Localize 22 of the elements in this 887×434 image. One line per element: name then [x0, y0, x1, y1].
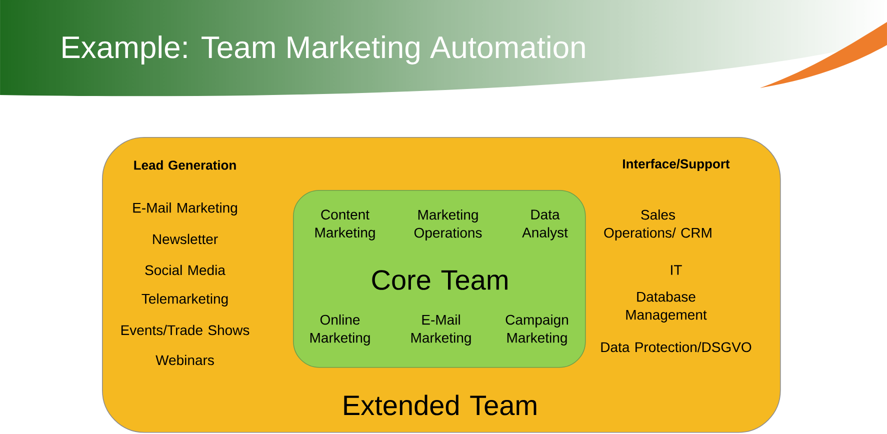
role-label: Campaign Marketing — [506, 314, 568, 346]
group-heading: Lead Generation — [134, 160, 236, 170]
role-label: Events/Trade Shows — [121, 324, 250, 336]
core-team-box — [293, 190, 586, 368]
role-label: Content Marketing — [315, 210, 375, 240]
role-label: Data Analyst — [522, 210, 568, 240]
role-label: Data Protection/DSGVO — [601, 342, 752, 352]
team-label: Core Team — [372, 270, 508, 290]
role-label: Marketing Operations — [414, 209, 482, 241]
role-label: Online Marketing — [310, 314, 370, 346]
slide-title: Example: Team Marketing Automation — [62, 36, 585, 64]
role-label: IT — [671, 265, 682, 275]
team-label: Extended Team — [344, 394, 536, 416]
role-label: Sales Operations/ CRM — [604, 209, 712, 241]
role-label: Newsletter — [153, 234, 218, 244]
group-heading: Interface/Support — [623, 158, 730, 172]
role-label: Telemarketing — [142, 293, 228, 307]
role-label: Social Media — [145, 264, 226, 276]
role-label: E-Mail Marketing — [411, 314, 471, 346]
role-label: Database Management — [626, 291, 707, 323]
role-label: E-Mail Marketing — [133, 202, 237, 216]
role-label: Webinars — [156, 354, 214, 366]
